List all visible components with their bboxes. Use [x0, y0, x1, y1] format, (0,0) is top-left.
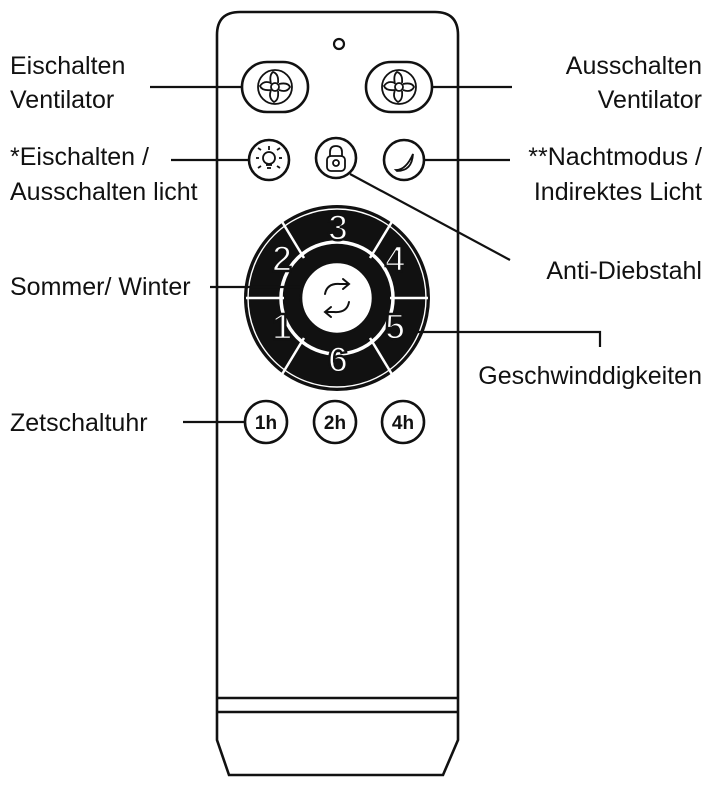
label-night-line2: Indirektes Licht — [534, 178, 702, 206]
remote-body — [215, 10, 460, 777]
fan-icon — [381, 69, 417, 105]
night-mode-button[interactable] — [382, 138, 426, 182]
summer-winter-button[interactable] — [299, 260, 375, 336]
label-fan-on-line2: Ventilator — [10, 86, 114, 114]
timer-button-label: 1h — [255, 413, 277, 434]
speed-button-5[interactable]: 5 — [384, 305, 406, 348]
leader-lines — [150, 85, 602, 424]
status-led — [332, 37, 346, 51]
fan-off-button[interactable] — [364, 60, 434, 114]
speed-button-3[interactable]: 3 — [327, 206, 349, 249]
label-light-line1: *Eischalten / — [10, 143, 149, 171]
speed-button-1[interactable]: 1 — [271, 305, 293, 348]
fan-icon — [257, 69, 293, 105]
label-fan-off-line1: Ausschalten — [566, 52, 702, 80]
speed-button-2[interactable]: 2 — [271, 237, 293, 280]
label-summer-winter: Sommer/ Winter — [10, 273, 191, 301]
speed-button-6[interactable]: 6 — [327, 338, 349, 381]
timer-button-1h[interactable]: 1h — [243, 399, 289, 445]
label-timer: Zetschaltuhr — [10, 409, 148, 437]
timer-button-label: 2h — [324, 413, 346, 434]
light-bulb-icon — [256, 146, 282, 169]
reverse-arrows-icon — [323, 278, 351, 318]
label-night-line1: **Nachtmodus / — [528, 143, 702, 171]
timer-button-2h[interactable]: 2h — [312, 399, 358, 445]
light-button[interactable] — [247, 138, 291, 182]
label-light-line2: Ausschalten licht — [10, 178, 198, 206]
label-fan-on-line1: Eischalten — [10, 52, 125, 80]
label-anti-theft: Anti-Diebstahl — [546, 257, 702, 285]
speed-button-4[interactable]: 4 — [384, 237, 406, 280]
label-fan-off-line2: Ventilator — [598, 86, 702, 114]
label-speeds: Geschwinddigkeiten — [478, 362, 702, 390]
crescent-moon-icon — [393, 153, 414, 172]
anti-theft-button[interactable] — [314, 136, 358, 180]
timer-button-label: 4h — [392, 413, 414, 434]
timer-button-4h[interactable]: 4h — [380, 399, 426, 445]
fan-on-button[interactable] — [240, 60, 310, 114]
padlock-icon — [326, 145, 346, 172]
